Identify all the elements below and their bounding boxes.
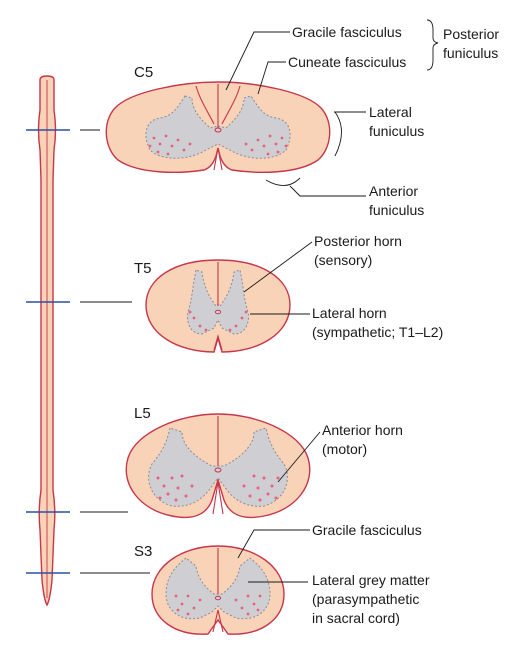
label-cuneate-fasciculus: Cuneate fasciculus xyxy=(288,54,406,70)
t5-cross-section xyxy=(145,259,291,353)
segment-label-t5: T5 xyxy=(134,260,152,277)
label-anterior-funiculus-line1: Anterior xyxy=(369,183,418,199)
label-anterior-horn-line1: Anterior horn xyxy=(322,422,403,438)
label-lateral-funiculus-line1: Lateral xyxy=(369,104,412,120)
s3-cross-section xyxy=(151,545,285,635)
label-lateral-grey-matter-line3: in sacral cord) xyxy=(312,610,400,626)
longitudinal-cord xyxy=(37,75,57,607)
segment-label-l5: L5 xyxy=(134,405,151,422)
level-markers xyxy=(26,129,150,574)
t5-lateral-horn-cells xyxy=(188,310,248,332)
label-lateral-horn-line1: Lateral horn xyxy=(312,305,387,321)
l5-cross-section xyxy=(125,413,311,519)
label-posterior-horn-line2: (sensory) xyxy=(314,252,372,268)
segment-label-c5: C5 xyxy=(134,64,153,81)
label-gracile-fasciculus-bottom: Gracile fasciculus xyxy=(312,522,422,538)
label-gracile-fasciculus-top: Gracile fasciculus xyxy=(292,24,402,40)
label-posterior-funiculus-line2: funiculus xyxy=(443,45,498,61)
label-lateral-grey-matter-line1: Lateral grey matter xyxy=(312,572,430,588)
label-lateral-horn-line2: (sympathetic; T1–L2) xyxy=(312,324,443,340)
c5-motor-neurons xyxy=(148,134,288,156)
label-anterior-funiculus-line2: funiculus xyxy=(369,202,424,218)
label-lateral-grey-matter-line2: (parasympathetic xyxy=(312,591,419,607)
s3-grey-matter-cells xyxy=(174,594,262,616)
label-anterior-horn-line2: (motor) xyxy=(322,441,367,457)
annotation-labels: Gracile fasciculus Cuneate fasciculus Po… xyxy=(288,24,499,626)
label-posterior-horn-line1: Posterior horn xyxy=(314,233,402,249)
leader-lines xyxy=(225,19,439,583)
l5-anterior-horn-cells xyxy=(156,474,280,502)
segment-label-s3: S3 xyxy=(134,543,152,560)
label-posterior-funiculus-line1: Posterior xyxy=(443,26,499,42)
label-lateral-funiculus-line2: funiculus xyxy=(369,123,424,139)
c5-cross-section xyxy=(105,81,331,173)
